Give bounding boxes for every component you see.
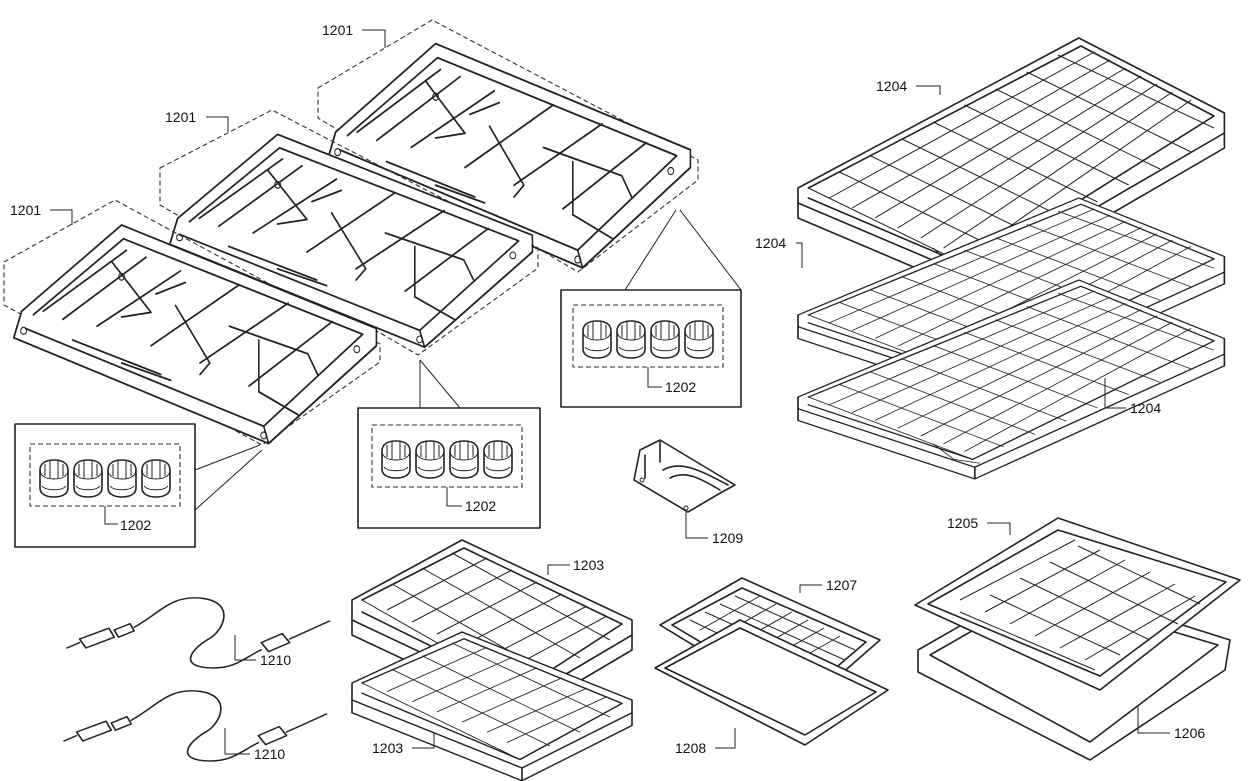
label-1205: 1205 (947, 515, 978, 531)
label-1206: 1206 (1174, 725, 1205, 741)
label-1210-bottom: 1210 (254, 746, 285, 762)
label-1204-mid: 1204 (755, 235, 786, 251)
label-1210-top: 1210 (260, 652, 291, 668)
label-1204-top: 1204 (876, 78, 907, 94)
label-1202-left: 1202 (120, 517, 151, 533)
pan-small-bottom (654, 619, 889, 746)
probe-bottom (63, 689, 328, 762)
label-1204-bottom: 1204 (1130, 400, 1161, 416)
feet-box-middle (357, 359, 541, 529)
grate-left (3, 199, 381, 446)
label-1208: 1208 (675, 740, 706, 756)
grate-top (317, 19, 699, 273)
feet-box-left (14, 423, 263, 548)
label-1202-mid: 1202 (465, 498, 496, 514)
grate-middle (159, 109, 539, 356)
label-1201-top: 1201 (322, 22, 353, 38)
label-1201-mid: 1201 (165, 109, 196, 125)
label-1209: 1209 (712, 530, 743, 546)
label-1207: 1207 (826, 577, 857, 593)
label-1202-right: 1202 (665, 379, 696, 395)
bracket (633, 439, 736, 539)
feet-box-right (560, 209, 742, 408)
label-1203-top: 1203 (573, 557, 604, 573)
label-1203-bottom: 1203 (372, 740, 403, 756)
pan-large (914, 517, 1241, 691)
label-1201-left: 1201 (10, 202, 41, 218)
